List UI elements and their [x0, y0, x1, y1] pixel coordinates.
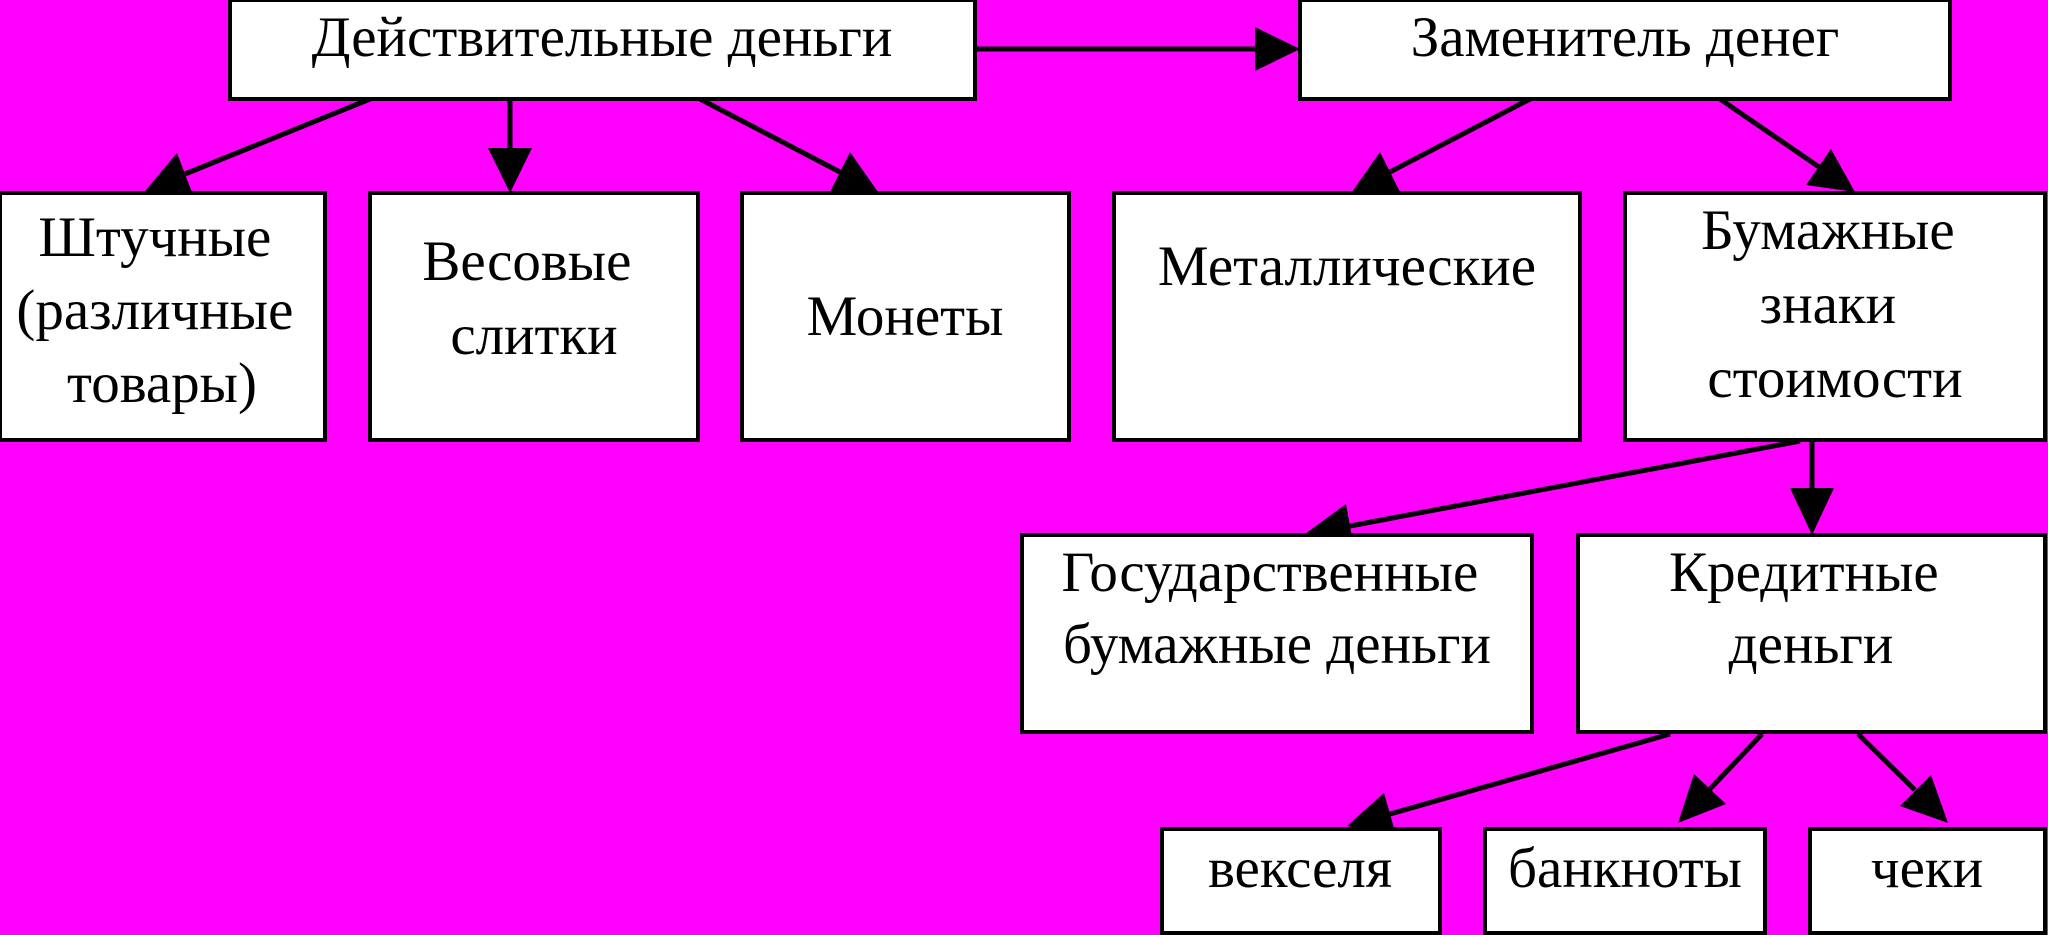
node-real-money: Действительные деньги	[228, 0, 977, 101]
svg-text:Бумажные знаки: Бумажные знаки стоимости	[1701, 199, 1969, 410]
node-paper-signs-line-2: знаки	[1760, 273, 1897, 336]
node-cheques-line-1: чеки	[1871, 837, 1983, 900]
node-weight-ingots-line-2: слитки	[450, 304, 617, 367]
node-state-paper-money: Государственные бумажные деньги	[1020, 533, 1534, 734]
svg-text:Заменитель денег: Заменитель денег	[1411, 6, 1840, 69]
edge-credit-money-to-bills	[1347, 731, 1671, 835]
edge-paper-signs-to-state-paper-money	[1305, 438, 1801, 548]
node-credit-money-line-2: деньги	[1729, 613, 1894, 676]
node-weight-ingots: Весовые слитки	[368, 191, 700, 442]
node-money-substitute: Заменитель денег	[1298, 0, 1952, 101]
edges	[145, 27, 1948, 835]
node-real-money-line-1: Действительные деньги	[312, 6, 893, 69]
node-paper-signs-line-1: Бумажные	[1701, 199, 1955, 262]
svg-text:векселя: векселя	[1208, 837, 1392, 900]
node-coins-line-1: Монеты	[807, 285, 1004, 348]
node-credit-money-line-1: Кредитные	[1669, 541, 1939, 604]
edge-credit-money-to-cheques	[1856, 732, 1948, 823]
svg-text:Кредитные деньги: Кредитные деньги	[1669, 541, 1953, 676]
node-metallic: Металлические	[1112, 191, 1582, 442]
node-banknotes-line-1: банкноты	[1508, 837, 1742, 900]
node-piece-line-2: (различные	[16, 279, 293, 342]
svg-text:Монеты: Монеты	[807, 285, 1004, 348]
edge-money-substitute-to-metallic	[1352, 96, 1532, 192]
edge-real-money-to-piece	[145, 96, 371, 195]
node-money-substitute-line-1: Заменитель денег	[1411, 6, 1840, 69]
node-paper-signs: Бумажные знаки стоимости	[1623, 191, 2047, 442]
node-piece-line-3: товары)	[67, 352, 257, 415]
node-weight-ingots-line-1: Весовые	[422, 230, 631, 293]
node-banknotes: банкноты	[1483, 827, 1767, 935]
node-bills-of-exchange: векселя	[1160, 827, 1442, 935]
node-metallic-line-1: Металлические	[1158, 235, 1536, 298]
svg-text:чеки: чеки	[1871, 837, 1983, 900]
node-piece-line-1: Штучные	[38, 206, 271, 269]
svg-text:Металлические: Металлические	[1158, 235, 1536, 298]
svg-text:Штучные (различные: Штучные (различные товары)	[16, 206, 307, 415]
node-bills-of-exchange-line-1: векселя	[1208, 837, 1392, 900]
edge-real-money-to-money-substitute	[975, 27, 1300, 71]
edge-credit-money-to-banknotes	[1678, 732, 1764, 823]
node-credit-money: Кредитные деньги	[1576, 533, 2047, 734]
svg-text:Действительные деньги: Действительные деньги	[312, 6, 893, 69]
node-piece: Штучные (различные товары)	[0, 191, 327, 442]
node-coins: Монеты	[740, 191, 1071, 442]
node-state-paper-money-line-2: бумажные деньги	[1063, 613, 1491, 676]
svg-text:Весовые слитки: Весовые слитки	[422, 230, 645, 367]
svg-text:банкноты: банкноты	[1508, 837, 1742, 900]
node-state-paper-money-line-1: Государственные	[1061, 541, 1478, 604]
edge-paper-signs-to-credit-money	[1790, 441, 1834, 535]
node-cheques: чеки	[1808, 827, 2047, 935]
edge-real-money-to-coins	[698, 96, 878, 192]
edge-money-substitute-to-paper-signs	[1718, 96, 1855, 192]
node-paper-signs-line-3: стоимости	[1707, 347, 1962, 410]
edge-real-money-to-weight-ingots	[488, 99, 532, 193]
svg-text:Государственные бумажн: Государственные бумажные деньги	[1061, 541, 1492, 676]
